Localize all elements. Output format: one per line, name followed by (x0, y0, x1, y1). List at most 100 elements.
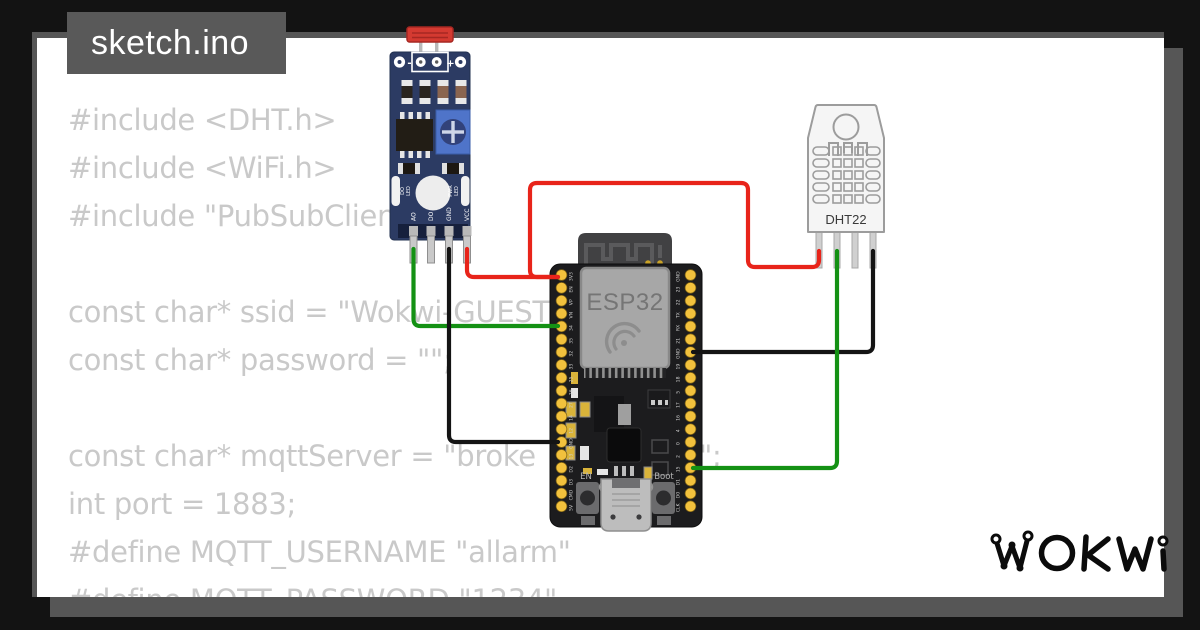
esp32-pin-left-en[interactable] (555, 282, 568, 294)
wire-sensor-vcc-to-esp32-3v3[interactable] (464, 246, 561, 280)
esp32-pin-left-vp[interactable] (555, 294, 568, 307)
wire-sensor-gnd-to-esp32-gnd[interactable] (446, 246, 561, 445)
castellation-pad (611, 368, 615, 378)
esp32-pin-left-vn[interactable] (555, 307, 568, 320)
esp32-pin-right-18[interactable] (684, 372, 697, 384)
module-pin-do[interactable] (427, 235, 435, 264)
vent-square (843, 146, 853, 156)
potentiometer[interactable] (435, 109, 471, 155)
esp32-pin-label: CLK (676, 503, 682, 513)
esp32-pin-left-d2[interactable] (555, 462, 568, 474)
wire-esp32-3v3-to-dht22-vcc[interactable] (527, 180, 822, 280)
esp32-pin-label: 23 (676, 286, 682, 292)
led-label: PWR (448, 185, 454, 197)
module-pin-label: GND (446, 207, 453, 221)
esp32-pin-label: 18 (676, 376, 682, 382)
esp32-pin-label: 33 (569, 364, 575, 370)
esp32-pin-left-14[interactable] (555, 410, 568, 423)
esp32-smd-components (565, 372, 671, 480)
esp32-pin-right-5[interactable] (684, 384, 697, 397)
esp32-pin-left-d3[interactable] (555, 474, 568, 487)
esp32-pin-right-22[interactable] (684, 294, 697, 307)
esp32-pin-left-27[interactable] (555, 397, 568, 410)
esp32-pin-label: 32 (569, 351, 575, 357)
esp32-pin-right-21[interactable] (684, 333, 697, 346)
esp32-pin-right-d0[interactable] (684, 487, 697, 500)
vent-slot (865, 170, 881, 180)
espressif-swirl-icon (604, 321, 641, 354)
esp32-left-pin-header[interactable]: 3V3ENVPVN343532332526271412GND13D2D3CMD5… (555, 269, 575, 513)
esp32-pin-left-26[interactable] (555, 384, 568, 397)
esp32-pin-left-35[interactable] (555, 333, 568, 346)
esp32-pin-label: 13 (569, 454, 575, 460)
esp32-pin-right-23[interactable] (684, 282, 697, 294)
wires-layer[interactable] (411, 180, 876, 471)
esp32-pin-label: 22 (676, 299, 682, 305)
minus-label: - (407, 58, 411, 69)
esp32-pin-label: TX (676, 312, 682, 319)
wire-dht22-data-to-esp32-15[interactable] (690, 248, 840, 471)
esp32-pin-right-4[interactable] (684, 423, 697, 435)
vent-square (854, 158, 864, 168)
esp32-pin-left-32[interactable] (555, 346, 568, 358)
esp32-pin-right-rx[interactable] (684, 320, 697, 333)
esp32-pin-left-13[interactable] (555, 449, 568, 461)
esp32-pin-label: 34 (569, 325, 575, 331)
en-button[interactable] (576, 482, 599, 525)
esp32-pin-label: 19 (676, 364, 682, 370)
dht22-mounting-hole (832, 113, 860, 141)
comparator-ic (396, 112, 433, 158)
castellation-pad (655, 368, 660, 378)
wire-dht22-gnd-to-esp32-gnd[interactable] (690, 248, 876, 355)
module-pin-pad (462, 226, 472, 236)
esp32-pin-right-2[interactable] (684, 449, 697, 461)
vent-slot (812, 182, 830, 192)
ldr-photoresistor[interactable] (406, 26, 454, 43)
dht22-sensor[interactable]: DHT22 (807, 104, 885, 269)
module-pin-pad (444, 226, 454, 236)
esp32-pin-right-16[interactable] (684, 410, 697, 423)
esp32-pin-left-25[interactable] (555, 372, 568, 384)
esp32-pin-right-17[interactable] (684, 397, 697, 410)
esp32-pin-right-19[interactable] (684, 359, 697, 371)
esp32-pin-label: D3 (569, 479, 575, 486)
mounting-hole-center (458, 60, 463, 64)
esp32-pin-right-0[interactable] (684, 436, 697, 448)
wire-sensor-ao-to-esp32-34[interactable] (411, 246, 561, 329)
led-label: LED (454, 186, 460, 196)
castellation-pad (643, 368, 647, 378)
module-pin-label: AO (411, 212, 418, 221)
resistor-pad (419, 98, 431, 104)
wokwi-logo: WOKWI (990, 530, 1169, 572)
vent-slot (812, 158, 830, 168)
resistor-pad (419, 80, 431, 86)
module-pin-pad (426, 226, 436, 236)
boot-button[interactable] (652, 482, 675, 525)
castellation-pad (598, 368, 603, 378)
photoresistor-sensor-module[interactable]: - + (389, 26, 472, 264)
esp32-pin-label: VP (569, 299, 575, 305)
resistor-body (437, 86, 449, 98)
esp32-pin-right-gnd[interactable] (684, 269, 697, 281)
esp32-pin-left-33[interactable] (555, 359, 568, 371)
esp32-pin-left-5v[interactable] (555, 500, 568, 513)
esp32-pin-left-12[interactable] (555, 423, 568, 435)
resistor-body (455, 86, 467, 98)
vent-square (843, 194, 853, 204)
vent-square (832, 146, 842, 156)
dht22-pin[interactable] (851, 229, 859, 269)
dht22-label: DHT22 (825, 212, 866, 227)
esp32-board[interactable]: ESP32 (549, 233, 703, 532)
esp32-pin-label: 4 (676, 429, 682, 432)
esp32-pin-right-d1[interactable] (684, 474, 697, 487)
esp32-pin-right-tx[interactable] (684, 307, 697, 320)
esp32-pin-label: GND (569, 438, 575, 449)
resistor-pad (437, 98, 449, 104)
vent-square (854, 170, 864, 180)
castellation-pad (636, 368, 641, 378)
esp32-pin-left-cmd[interactable] (555, 487, 568, 500)
code-line: #include <DHT.h> (68, 103, 337, 137)
esp32-pin-right-clk[interactable] (684, 500, 697, 513)
dht22-body[interactable] (807, 104, 885, 233)
